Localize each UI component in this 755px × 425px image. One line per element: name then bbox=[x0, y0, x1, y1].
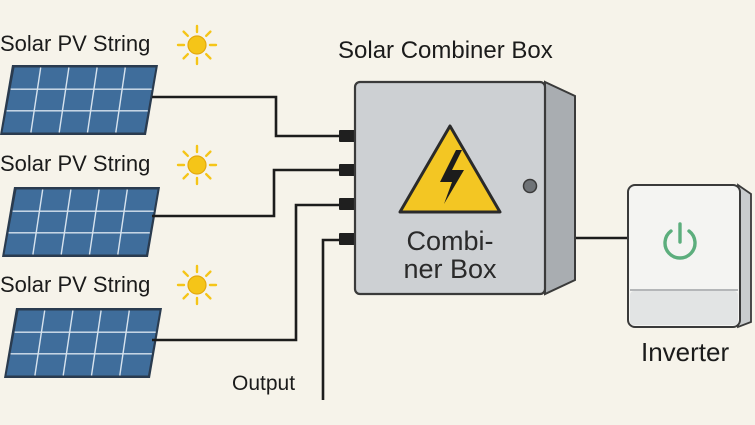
wire-string-1 bbox=[152, 95, 342, 138]
sun-icon bbox=[176, 144, 218, 186]
solar-panel-2 bbox=[1, 186, 161, 258]
sun-icon bbox=[176, 24, 218, 66]
wire-string-2 bbox=[152, 168, 342, 218]
wire-string-3 bbox=[152, 203, 342, 342]
string-2-label: Solar PV String bbox=[0, 151, 150, 176]
string-1-label: Solar PV String bbox=[0, 31, 150, 56]
combiner-label-line2: ner Box bbox=[403, 254, 497, 284]
combiner-box: Combi- ner Box bbox=[353, 80, 576, 296]
output-label: Output bbox=[232, 372, 295, 395]
power-icon bbox=[663, 222, 697, 260]
warning-lightning-icon bbox=[398, 124, 502, 214]
inverter bbox=[627, 183, 752, 329]
wire-output bbox=[321, 238, 342, 400]
inverter-label: Inverter bbox=[641, 337, 729, 367]
diagram-title: Solar Combiner Box bbox=[338, 37, 553, 64]
sun-icon bbox=[176, 264, 218, 306]
latch-knob bbox=[522, 178, 538, 194]
solar-panel-1 bbox=[0, 64, 159, 136]
string-3-label: Solar PV String bbox=[0, 272, 150, 297]
solar-panel-3 bbox=[3, 307, 163, 379]
combiner-label-line1: Combi- bbox=[406, 226, 493, 256]
input-terminals bbox=[339, 130, 355, 245]
